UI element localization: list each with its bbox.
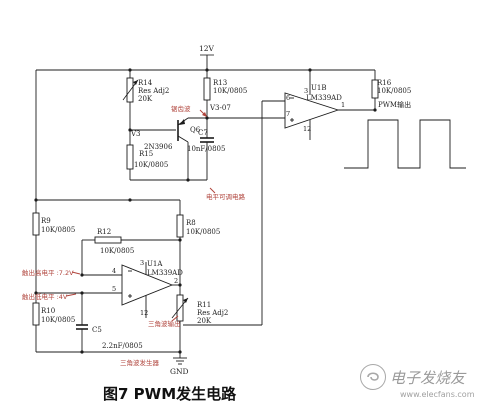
u1b-pin-noninv: 7	[286, 110, 290, 118]
r13-ref: R13	[213, 79, 227, 87]
gnd-label: GND	[170, 367, 189, 376]
watermark-text: 电子发烧友	[390, 368, 466, 387]
r12-ref: R12	[97, 228, 111, 236]
r14-value: Res Adj2	[138, 87, 169, 95]
threshold-high-label: 触出高电平 :7.2V	[22, 268, 74, 277]
u1a-ref: U1A	[147, 260, 163, 268]
u1a-pin-vcc: 3	[140, 259, 144, 267]
ground-rail	[36, 350, 182, 358]
r16-resistor	[371, 70, 379, 112]
r12-value: 10K/0805	[100, 247, 134, 255]
elecfans-logo-icon	[360, 364, 386, 390]
triangle-circuit-label: 三角波发生器	[120, 358, 160, 367]
watermark: 电子发烧友	[360, 364, 465, 390]
r10-ref: R10	[41, 307, 55, 315]
vcc-label: 12V	[199, 44, 215, 53]
r15-resistor	[126, 144, 207, 182]
pwm-waveform	[344, 119, 466, 169]
r9-ref: R9	[41, 217, 51, 225]
q6-ref: Q6	[190, 126, 201, 134]
r11-resistor	[171, 283, 262, 352]
sawtooth-label: 锯齿波	[171, 104, 191, 113]
c7-ref: C7	[198, 129, 208, 137]
r9-resistor	[32, 212, 40, 236]
c5-ref: C5	[92, 326, 102, 334]
c5-capacitor	[76, 291, 88, 352]
c7-value: 10nF/0805	[187, 145, 225, 153]
sawtooth-arrow	[199, 109, 207, 117]
r15-value: 10K/0805	[134, 161, 168, 169]
r10-resistor	[32, 302, 40, 326]
r13-value: 10K/0805	[213, 87, 247, 95]
v3-net-label: V3	[130, 130, 141, 138]
r8-value: 10K/0805	[186, 228, 220, 236]
r9-value: 10K/0805	[41, 226, 75, 234]
u1a-part: LM339AD	[147, 269, 183, 277]
r15-ref: R15	[139, 150, 153, 158]
figure-caption: 图7 PWM发生电路	[103, 385, 237, 403]
r11-extra: 20K	[197, 317, 212, 325]
pwm-out-label: PWM输出	[378, 100, 411, 109]
watermark-url: www.elecfans.com	[400, 390, 475, 399]
u1a-pin-gnd: 12	[140, 309, 148, 317]
v3-node	[128, 128, 176, 145]
r8-ref: R8	[186, 219, 196, 227]
q6-transistor	[177, 117, 207, 180]
q6-value: 2N3906	[144, 143, 173, 151]
u1b-pin-gnd: 12	[303, 125, 311, 133]
level-adjust-label: 电平可调电路	[206, 192, 246, 201]
r14-ref: R14	[138, 79, 153, 87]
u1a-pin-noninv: 5	[112, 285, 116, 293]
threshold-arrows	[65, 271, 81, 297]
r14-resistor	[122, 70, 139, 130]
level-adjust-arrow	[209, 187, 216, 194]
u1b-pin-out: 1	[341, 101, 345, 109]
r13-resistor	[203, 70, 211, 118]
threshold-low-label: 触出低电平 :4V	[22, 292, 68, 301]
u1b-part: LM339AD	[306, 94, 342, 102]
u1a-comparator	[34, 260, 181, 318]
u1b-comparator	[262, 92, 375, 140]
c5-value: 2.2nF/0805	[102, 342, 143, 350]
r16-value: 10K/0805	[377, 87, 411, 95]
u1a-pin-out: 2	[174, 277, 178, 285]
v3-07-net-label: V3-07	[209, 104, 231, 112]
triangle-out-arrow	[171, 315, 179, 322]
r12-resistor	[81, 236, 182, 275]
r11-ref: R11	[197, 301, 211, 309]
elecfans-swirl-icon	[367, 372, 379, 381]
r10-value: 10K/0805	[41, 316, 75, 324]
u1b-pin-inv: 6	[286, 94, 290, 102]
r14-extra: 20K	[138, 95, 153, 103]
u1a-pin-inv: 4	[112, 267, 116, 275]
r11-value: Res Adj2	[197, 309, 228, 317]
triangle-out-label: 三角波输出	[148, 319, 181, 328]
r16-ref: R16	[377, 79, 392, 87]
c7-capacitor	[200, 116, 214, 180]
u1b-ref: U1B	[311, 84, 327, 92]
r8-resistor	[176, 200, 184, 260]
u1b-pin-vcc: 3	[304, 87, 308, 95]
ground-symbol	[173, 357, 187, 365]
